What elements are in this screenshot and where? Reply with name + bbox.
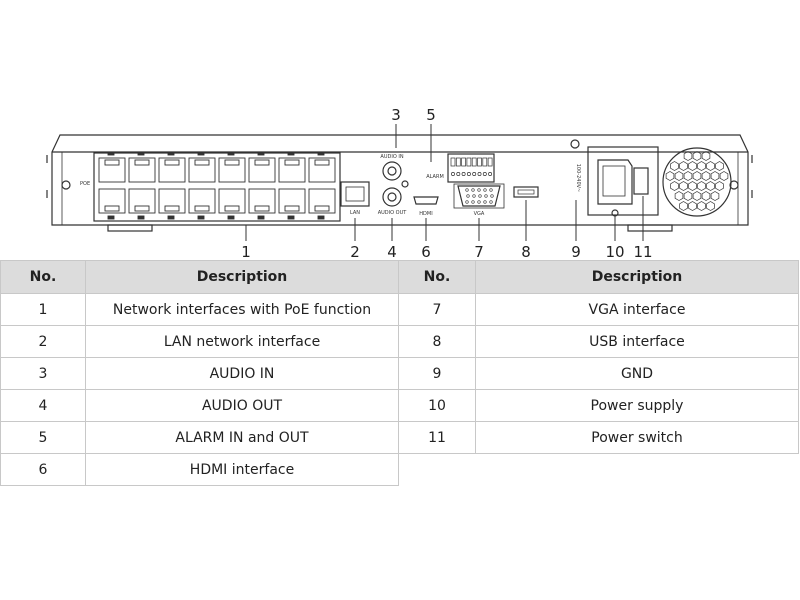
row-description: Power supply — [475, 389, 799, 422]
row-description: USB interface — [475, 325, 799, 358]
poe-port — [218, 157, 246, 183]
poe-port — [248, 157, 276, 183]
foot-left — [107, 224, 153, 232]
empty-cell — [398, 453, 476, 486]
power-inlet — [597, 159, 633, 205]
header-no-right: No. — [398, 260, 476, 294]
callout-number: 6 — [421, 243, 431, 260]
row-number: 3 — [0, 357, 86, 390]
audio-in-jack — [382, 161, 402, 181]
callout-number: 7 — [474, 243, 484, 260]
callout-number: 8 — [521, 243, 531, 260]
row-number: 7 — [398, 293, 476, 326]
vga-port — [457, 185, 501, 207]
row-description: LAN network interface — [85, 325, 399, 358]
row-number: 2 — [0, 325, 86, 358]
header-description-left: Description — [85, 260, 399, 294]
table-row: 2 LAN network interface 8 USB interface — [0, 325, 799, 358]
interface-description-table: No. Description No. Description 1 Networ… — [0, 260, 799, 486]
alarm-terminal-block — [447, 153, 495, 183]
callout-number: 3 — [391, 106, 401, 124]
row-number: 10 — [398, 389, 476, 422]
row-number: 11 — [398, 421, 476, 454]
poe-port-block — [93, 152, 341, 222]
row-description: VGA interface — [475, 293, 799, 326]
hdmi-label: HDMI — [419, 211, 432, 217]
header-no-left: No. — [0, 260, 86, 294]
callout-number: 10 — [605, 243, 624, 260]
header-description-right: Description — [475, 260, 799, 294]
table-row: 5 ALARM IN and OUT 11 Power switch — [0, 421, 799, 454]
poe-port — [158, 188, 186, 214]
row-number: 5 — [0, 421, 86, 454]
row-description: AUDIO OUT — [85, 389, 399, 422]
poe-port — [128, 157, 156, 183]
audio-in-label: AUDIO IN — [380, 154, 403, 160]
power-supply-housing — [587, 146, 659, 216]
poe-port — [98, 157, 126, 183]
power-rating-label: 100-240V~ — [575, 164, 581, 193]
callout-number: 2 — [350, 243, 360, 260]
lan-port — [340, 181, 370, 207]
empty-cell — [475, 453, 799, 486]
callout-number: 9 — [571, 243, 581, 260]
vga-label: VGA — [474, 211, 485, 217]
usb-port — [513, 186, 539, 198]
poe-port — [188, 188, 216, 214]
table-row: 1 Network interfaces with PoE function 7… — [0, 293, 799, 326]
callout-number: 11 — [633, 243, 652, 260]
row-number: 6 — [0, 453, 86, 486]
table-row: 3 AUDIO IN 9 GND — [0, 357, 799, 390]
row-number: 4 — [0, 389, 86, 422]
alarm-label: ALARM — [426, 174, 444, 180]
table-row: 6 HDMI interface — [0, 453, 799, 486]
table-row: 4 AUDIO OUT 10 Power supply — [0, 389, 799, 422]
poe-port — [218, 188, 246, 214]
poe-port — [308, 157, 336, 183]
callout-number: 1 — [241, 243, 251, 260]
foot-right — [627, 224, 673, 232]
poe-label: POE — [80, 181, 90, 187]
row-number: 1 — [0, 293, 86, 326]
gnd-screw — [570, 139, 580, 149]
row-description: GND — [475, 357, 799, 390]
poe-ports — [98, 151, 336, 220]
poe-port — [278, 188, 306, 214]
poe-port — [128, 188, 156, 214]
power-switch — [633, 167, 649, 195]
row-number: 9 — [398, 357, 476, 390]
row-description: AUDIO IN — [85, 357, 399, 390]
poe-port — [308, 188, 336, 214]
row-description: ALARM IN and OUT — [85, 421, 399, 454]
fan — [662, 147, 732, 217]
poe-port — [188, 157, 216, 183]
audio-out-label: AUDIO OUT — [378, 210, 408, 216]
row-description: HDMI interface — [85, 453, 399, 486]
poe-port — [158, 157, 186, 183]
poe-port — [248, 188, 276, 214]
callout-number: 4 — [387, 243, 397, 260]
nvr-rear-panel-diagram: POE LAN AUDIO IN AUDIO OUT ALARM HDMI VG… — [46, 106, 753, 260]
table-header-row: No. Description No. Description — [0, 260, 799, 294]
row-description: Power switch — [475, 421, 799, 454]
poe-port — [98, 188, 126, 214]
lan-label: LAN — [350, 210, 360, 216]
poe-port — [278, 157, 306, 183]
row-description: Network interfaces with PoE function — [85, 293, 399, 326]
row-number: 8 — [398, 325, 476, 358]
hdmi-port — [413, 196, 439, 205]
audio-out-jack — [382, 187, 402, 207]
callout-number: 5 — [426, 106, 436, 124]
